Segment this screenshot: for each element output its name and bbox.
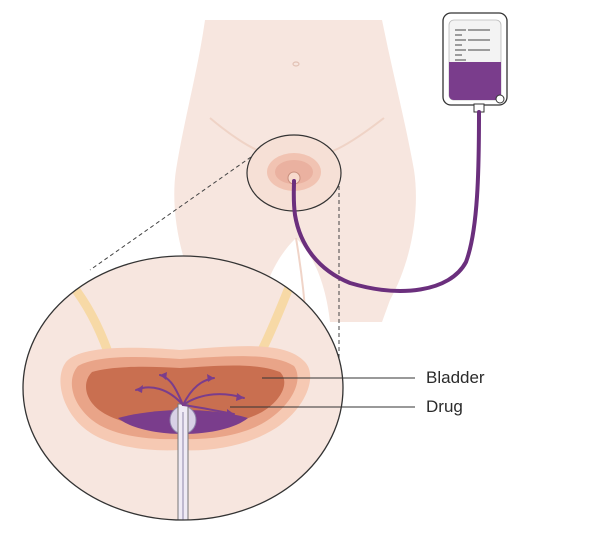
- drug-label: Drug: [426, 397, 463, 416]
- catheter-tube: [291, 110, 481, 293]
- zoomed-bladder-view: [22, 255, 344, 521]
- magnified-area-circle: [246, 134, 342, 212]
- iv-bag-icon: [442, 12, 508, 113]
- bladder-label: Bladder: [426, 368, 485, 387]
